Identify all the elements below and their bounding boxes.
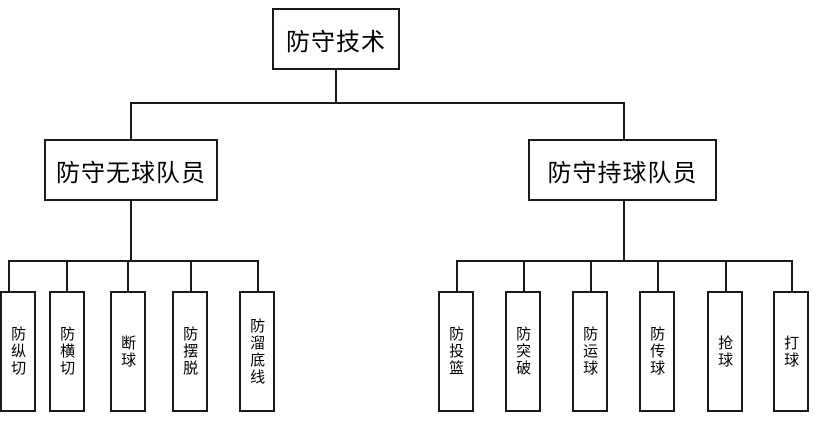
connector-branch-2-down xyxy=(623,201,625,261)
node-leaf-2-3: 防运球 xyxy=(572,291,608,412)
connector-branch-1-bar xyxy=(8,260,259,262)
node-leaf-1-1-label: 防纵切 xyxy=(9,326,28,377)
connector-leaf-2-1 xyxy=(456,260,458,292)
node-leaf-1-5-label: 防溜底线 xyxy=(248,317,267,386)
connector-leaf-2-5 xyxy=(725,260,727,292)
connector-leaf-1-3 xyxy=(127,260,129,292)
connector-branch-1-down xyxy=(130,201,132,261)
node-leaf-1-4-label: 防摆脱 xyxy=(181,326,200,377)
node-root: 防守技术 xyxy=(272,8,400,70)
node-leaf-2-2-label: 防突破 xyxy=(514,326,533,377)
connector-leaf-2-6 xyxy=(791,260,793,292)
node-leaf-2-1: 防投篮 xyxy=(438,291,474,412)
connector-leaf-2-2 xyxy=(523,260,525,292)
node-leaf-1-2: 防横切 xyxy=(49,291,85,412)
connector-leaf-1-1 xyxy=(8,260,10,292)
node-branch-2: 防守持球队员 xyxy=(528,139,717,201)
node-leaf-2-5-label: 抢球 xyxy=(716,334,735,369)
node-branch-1-label: 防守无球队员 xyxy=(56,158,206,187)
connector-branch-1-stem xyxy=(130,102,132,140)
node-leaf-1-1: 防纵切 xyxy=(0,291,36,412)
node-branch-2-label: 防守持球队员 xyxy=(547,158,698,187)
connector-leaf-2-3 xyxy=(590,260,592,292)
connector-leaf-2-4 xyxy=(657,260,659,292)
node-leaf-2-6: 打球 xyxy=(773,291,809,412)
connector-root-bar xyxy=(130,102,625,104)
connector-branch-2-stem xyxy=(623,102,625,140)
node-leaf-1-2-label: 防横切 xyxy=(58,326,77,377)
connector-leaf-1-5 xyxy=(257,260,259,292)
node-leaf-2-3-label: 防运球 xyxy=(581,326,600,377)
node-leaf-2-4-label: 防传球 xyxy=(648,326,667,377)
node-root-label: 防守技术 xyxy=(286,27,386,56)
node-leaf-2-4: 防传球 xyxy=(639,291,675,412)
node-leaf-2-6-label: 打球 xyxy=(782,334,801,369)
connector-leaf-1-2 xyxy=(66,260,68,292)
connector-root-stem xyxy=(335,70,337,103)
connector-leaf-1-4 xyxy=(190,260,192,292)
connector-branch-2-bar xyxy=(456,260,793,262)
node-leaf-2-5: 抢球 xyxy=(707,291,743,412)
node-leaf-1-3: 断球 xyxy=(110,291,146,412)
node-leaf-1-5: 防溜底线 xyxy=(239,291,275,412)
node-leaf-2-2: 防突破 xyxy=(505,291,541,412)
node-leaf-1-4: 防摆脱 xyxy=(172,291,208,412)
node-branch-1: 防守无球队员 xyxy=(44,139,218,201)
node-leaf-2-1-label: 防投篮 xyxy=(447,326,466,377)
node-leaf-1-3-label: 断球 xyxy=(119,334,138,369)
